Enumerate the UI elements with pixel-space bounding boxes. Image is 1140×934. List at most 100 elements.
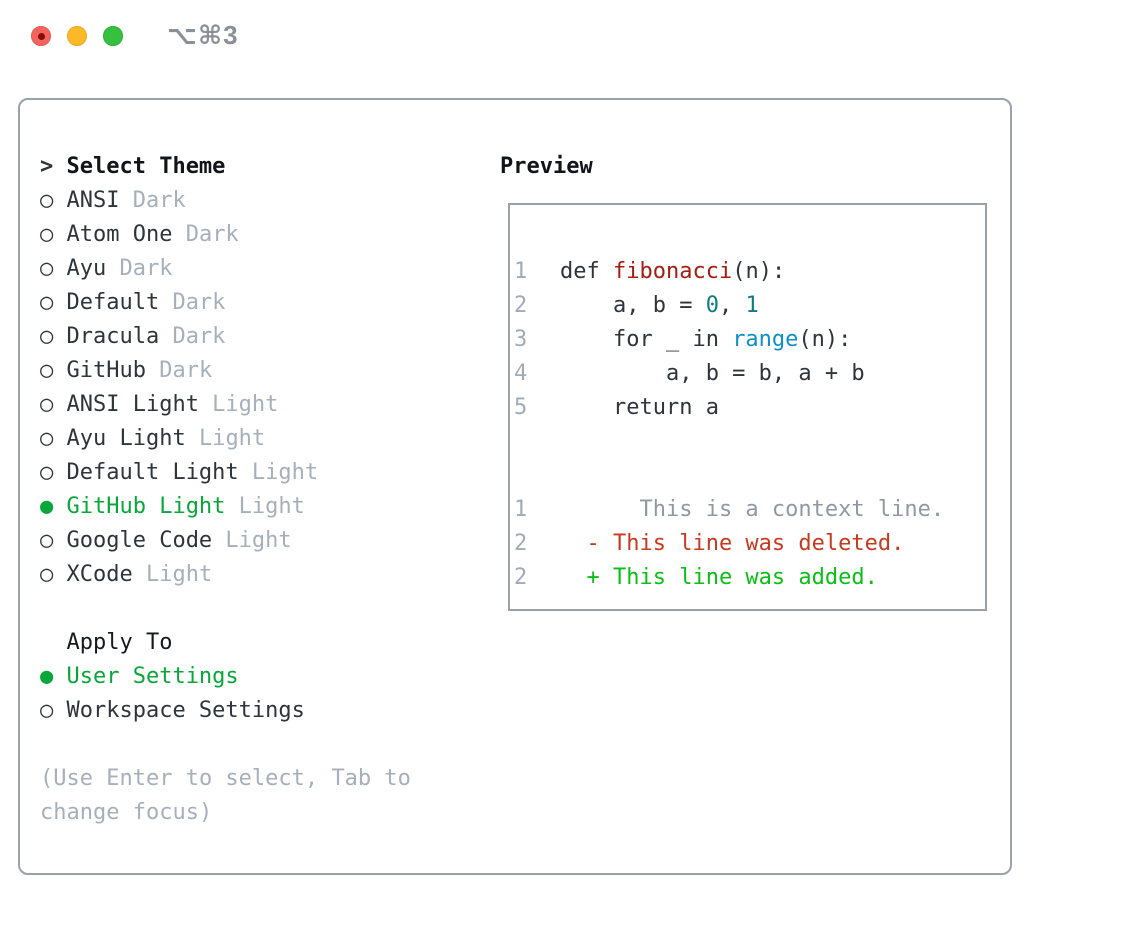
theme-name: ANSI bbox=[66, 188, 120, 213]
line-number: 2 bbox=[514, 565, 528, 590]
radio-unselected-icon: ○ bbox=[40, 324, 67, 349]
minimize-button[interactable] bbox=[67, 26, 87, 46]
radio-unselected-icon: ○ bbox=[40, 256, 67, 281]
theme-variant-label: Dark bbox=[159, 324, 226, 349]
blank-line bbox=[514, 459, 985, 493]
titlebar: ⌥⌘3 bbox=[0, 0, 1140, 70]
code-token-del: - This line was deleted. bbox=[560, 531, 905, 556]
theme-variant-label: Light bbox=[225, 494, 305, 519]
theme-option-ayu[interactable]: ○ Ayu Dark bbox=[40, 252, 411, 286]
theme-option-google-code[interactable]: ○ Google Code Light bbox=[40, 524, 411, 558]
line-number: 2 bbox=[514, 531, 528, 556]
theme-option-xcode[interactable]: ○ XCode Light bbox=[40, 558, 411, 592]
line-number: 1 bbox=[514, 259, 528, 284]
theme-option-dracula[interactable]: ○ Dracula Dark bbox=[40, 320, 411, 354]
theme-picker-panel: > Select Theme ○ ANSI Dark○ Atom One Dar… bbox=[18, 98, 1012, 875]
theme-variant-label: Dark bbox=[172, 222, 239, 247]
radio-unselected-icon: ○ bbox=[40, 562, 67, 587]
theme-name: Ayu Light bbox=[66, 426, 186, 451]
apply-option-label: User Settings bbox=[66, 664, 239, 689]
select-theme-title: Select Theme bbox=[66, 154, 226, 179]
theme-name: Dracula bbox=[66, 324, 160, 349]
theme-name: Default bbox=[66, 290, 160, 315]
code-token-ctx: This is a context line. bbox=[560, 497, 945, 522]
code-token-pl: a, b = bbox=[560, 293, 706, 318]
theme-variant-label: Dark bbox=[119, 188, 186, 213]
apply-to-heading: Apply To bbox=[40, 626, 411, 660]
theme-option-github[interactable]: ○ GitHub Dark bbox=[40, 354, 411, 388]
theme-list: > Select Theme ○ ANSI Dark○ Atom One Dar… bbox=[40, 150, 411, 830]
theme-name: Atom One bbox=[66, 222, 173, 247]
theme-name: Google Code bbox=[66, 528, 213, 553]
line-number: 4 bbox=[514, 361, 528, 386]
apply-to-indent bbox=[40, 626, 66, 660]
code-token-bfn: range bbox=[732, 327, 799, 352]
diff-added-line: 2 + This line was added. bbox=[514, 561, 985, 595]
code-token-pl: (n): bbox=[798, 327, 852, 352]
theme-name: ANSI Light bbox=[66, 392, 199, 417]
theme-option-ansi-light[interactable]: ○ ANSI Light Light bbox=[40, 388, 411, 422]
theme-variant-label: Light bbox=[238, 460, 319, 485]
theme-variant-label: Light bbox=[198, 392, 279, 417]
theme-name: Ayu bbox=[66, 256, 107, 281]
line-number: 2 bbox=[514, 293, 528, 318]
diff-context-line: 1 This is a context line. bbox=[514, 493, 985, 527]
radio-unselected-icon: ○ bbox=[40, 392, 67, 417]
spacer-row bbox=[40, 728, 411, 762]
code-token-pl: def bbox=[560, 259, 613, 284]
code-token-pl: return a bbox=[560, 395, 719, 420]
code-token-pl: , bbox=[718, 293, 746, 318]
code-token-pl: (n): bbox=[732, 259, 786, 284]
radio-unselected-icon: ○ bbox=[40, 528, 67, 553]
radio-selected-icon: ● bbox=[40, 664, 67, 689]
line-number: 3 bbox=[514, 327, 528, 352]
code-line: 3 for _ in range(n): bbox=[514, 323, 985, 357]
theme-variant-label: Light bbox=[185, 426, 266, 451]
theme-name: GitHub bbox=[66, 358, 146, 383]
theme-variant-label: Dark bbox=[159, 290, 226, 315]
theme-variant-label: Light bbox=[212, 528, 292, 553]
spacer-row bbox=[40, 592, 411, 626]
code-line: 4 a, b = b, a + b bbox=[514, 357, 985, 391]
radio-unselected-icon: ○ bbox=[40, 358, 67, 383]
theme-variant-label: Dark bbox=[145, 358, 213, 383]
blank-line bbox=[514, 425, 985, 459]
code-token-add: + This line was added. bbox=[560, 565, 878, 590]
radio-unselected-icon: ○ bbox=[40, 426, 67, 451]
code-token-fn: fibonacci bbox=[612, 259, 733, 284]
close-button[interactable] bbox=[31, 26, 51, 46]
help-text-line-2: change focus) bbox=[40, 800, 213, 825]
code-token-pl: a, b = b, a + b bbox=[560, 361, 865, 386]
theme-name: XCode bbox=[66, 562, 133, 587]
code-token-num: 0 bbox=[705, 293, 719, 318]
radio-unselected-icon: ○ bbox=[40, 460, 67, 485]
code-token-pl: for _ in bbox=[560, 327, 733, 352]
code-line: 2 a, b = 0, 1 bbox=[514, 289, 985, 323]
theme-variant-label: Dark bbox=[106, 256, 173, 281]
radio-selected-icon: ● bbox=[40, 494, 67, 519]
radio-unselected-icon: ○ bbox=[40, 698, 67, 723]
line-number: 5 bbox=[514, 395, 528, 420]
theme-variant-label: Light bbox=[132, 562, 213, 587]
theme-option-github-light[interactable]: ● GitHub Light Light bbox=[40, 490, 411, 524]
apply-option-user-settings[interactable]: ● User Settings bbox=[40, 660, 411, 694]
radio-unselected-icon: ○ bbox=[40, 188, 67, 213]
zoom-button[interactable] bbox=[103, 26, 123, 46]
diff-deleted-line: 2 - This line was deleted. bbox=[514, 527, 985, 561]
select-theme-heading: > Select Theme bbox=[40, 150, 411, 184]
theme-option-atom-one[interactable]: ○ Atom One Dark bbox=[40, 218, 411, 252]
theme-option-default-light[interactable]: ○ Default Light Light bbox=[40, 456, 411, 490]
radio-unselected-icon: ○ bbox=[40, 290, 67, 315]
apply-option-workspace-settings[interactable]: ○ Workspace Settings bbox=[40, 694, 411, 728]
line-number: 1 bbox=[514, 497, 528, 522]
code-line: 1 def fibonacci(n): bbox=[514, 255, 985, 289]
theme-option-ayu-light[interactable]: ○ Ayu Light Light bbox=[40, 422, 411, 456]
theme-option-ansi[interactable]: ○ ANSI Dark bbox=[40, 184, 411, 218]
theme-option-default[interactable]: ○ Default Dark bbox=[40, 286, 411, 320]
window-shortcut-label: ⌥⌘3 bbox=[167, 20, 239, 50]
apply-option-label: Workspace Settings bbox=[66, 698, 305, 723]
preview-heading: Preview bbox=[500, 154, 593, 179]
theme-name: Default Light bbox=[66, 460, 239, 485]
